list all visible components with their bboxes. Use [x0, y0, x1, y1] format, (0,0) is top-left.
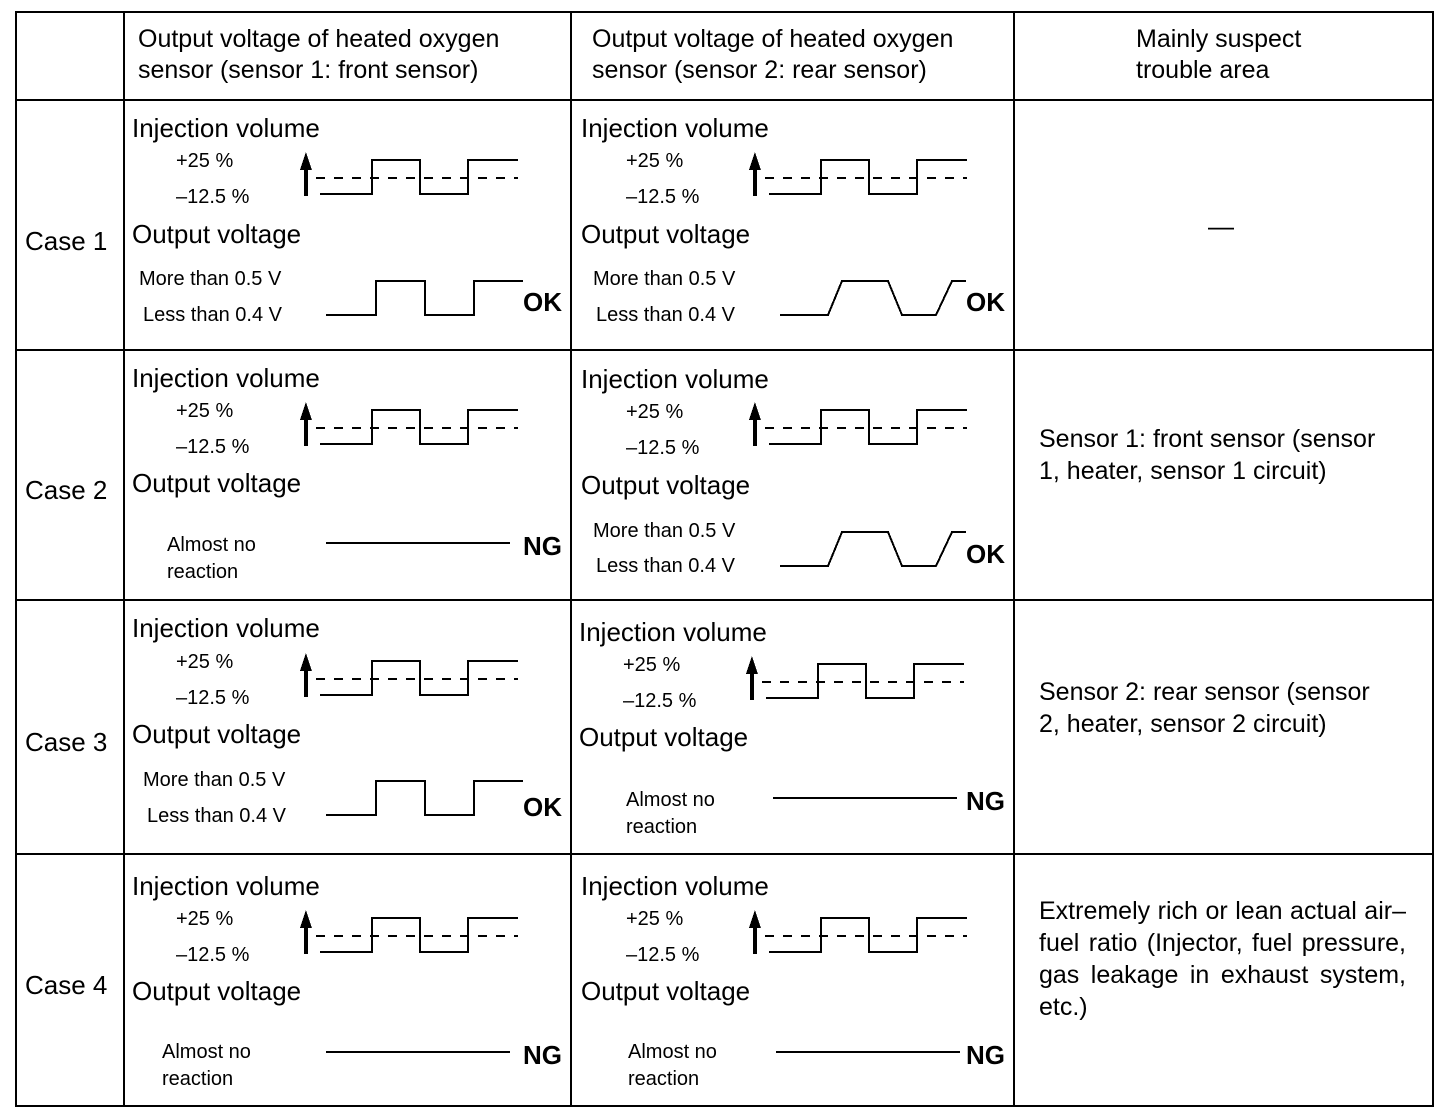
output-voltage-title: Output voltage [132, 468, 302, 498]
output-voltage-title: Output voltage [581, 976, 751, 1006]
injection-waveform [749, 402, 967, 446]
injection-volume-title: Injection volume [581, 871, 769, 901]
flat-output-line [326, 542, 510, 544]
injection-low-label: –12.5 % [176, 436, 250, 458]
injection-volume-title: Injection volume [579, 617, 767, 647]
voltage-high-label: More than 0.5 V [143, 769, 286, 791]
header-front-sensor: Output voltage of heated oxygen sensor (… [138, 25, 500, 84]
suspect-area-text: Sensor 2: rear sensor (sensor 2, heater,… [1039, 678, 1370, 738]
injection-volume-title: Injection volume [132, 363, 320, 393]
injection-low-label: –12.5 % [626, 944, 700, 966]
injection-high-label: +25 % [626, 150, 684, 172]
injection-low-label: –12.5 % [176, 186, 250, 208]
injection-high-label: +25 % [176, 400, 234, 422]
header-rear-sensor: Output voltage of heated oxygen sensor (… [592, 25, 954, 84]
voltage-low-label: Less than 0.4 V [143, 304, 282, 326]
status-ok: OK [966, 539, 1005, 569]
case-1-label: Case 1 [25, 226, 108, 256]
suspect-area-text: Sensor 1: front sensor (sensor 1, heater… [1039, 425, 1376, 485]
status-ng: NG [523, 531, 562, 561]
voltage-low-label: Less than 0.4 V [596, 304, 735, 326]
injection-high-label: +25 % [623, 654, 681, 676]
injection-low-label: –12.5 % [623, 690, 697, 712]
injection-high-label: +25 % [626, 401, 684, 423]
injection-low-label: –12.5 % [176, 944, 250, 966]
voltage-low-label: Less than 0.4 V [596, 555, 735, 577]
output-slope-waveform [780, 531, 966, 567]
status-ok: OK [523, 287, 562, 317]
output-square-waveform [326, 280, 523, 316]
output-voltage-title: Output voltage [132, 719, 302, 749]
case-3-label: Case 3 [25, 727, 108, 757]
injection-high-label: +25 % [626, 908, 684, 930]
injection-volume-title: Injection volume [581, 364, 769, 394]
injection-low-label: –12.5 % [626, 437, 700, 459]
injection-high-label: +25 % [176, 150, 234, 172]
no-reaction-label: Almost no reaction [626, 789, 715, 838]
injection-waveform [300, 653, 518, 697]
output-voltage-title: Output voltage [579, 722, 749, 752]
case-4-label: Case 4 [25, 970, 108, 1000]
injection-waveform [300, 152, 518, 196]
voltage-high-label: More than 0.5 V [593, 268, 736, 290]
injection-high-label: +25 % [176, 908, 234, 930]
no-reaction-label: Almost no reaction [167, 534, 256, 583]
output-slope-waveform [780, 280, 966, 316]
output-voltage-title: Output voltage [132, 976, 302, 1006]
no-reaction-label: Almost no reaction [628, 1041, 717, 1090]
output-voltage-title: Output voltage [132, 219, 302, 249]
flat-output-line [773, 797, 957, 799]
header-suspect-area: Mainly suspect trouble area [1136, 25, 1302, 84]
voltage-high-label: More than 0.5 V [593, 520, 736, 542]
injection-waveform [746, 656, 964, 700]
output-square-waveform [326, 780, 523, 816]
injection-low-label: –12.5 % [626, 186, 700, 208]
injection-volume-title: Injection volume [132, 113, 320, 143]
flat-output-line [776, 1051, 960, 1053]
injection-waveform [300, 910, 518, 954]
injection-waveform [300, 402, 518, 446]
no-reaction-label: Almost no reaction [162, 1041, 251, 1090]
output-voltage-title: Output voltage [581, 219, 751, 249]
injection-high-label: +25 % [176, 651, 234, 673]
injection-waveform [749, 152, 967, 196]
status-ok: OK [966, 287, 1005, 317]
voltage-low-label: Less than 0.4 V [147, 805, 286, 827]
injection-waveform [749, 910, 967, 954]
flat-output-line [326, 1051, 510, 1053]
suspect-area-text: Extremely rich or lean actual air–fuel r… [1039, 897, 1406, 1021]
status-ng: NG [523, 1040, 562, 1070]
suspect-area-none: — [1208, 211, 1234, 241]
voltage-high-label: More than 0.5 V [139, 268, 282, 290]
injection-low-label: –12.5 % [176, 687, 250, 709]
status-ng: NG [966, 1040, 1005, 1070]
injection-volume-title: Injection volume [132, 871, 320, 901]
injection-volume-title: Injection volume [132, 613, 320, 643]
status-ng: NG [966, 786, 1005, 816]
output-voltage-title: Output voltage [581, 470, 751, 500]
status-ok: OK [523, 792, 562, 822]
case-2-label: Case 2 [25, 475, 108, 505]
injection-volume-title: Injection volume [581, 113, 769, 143]
